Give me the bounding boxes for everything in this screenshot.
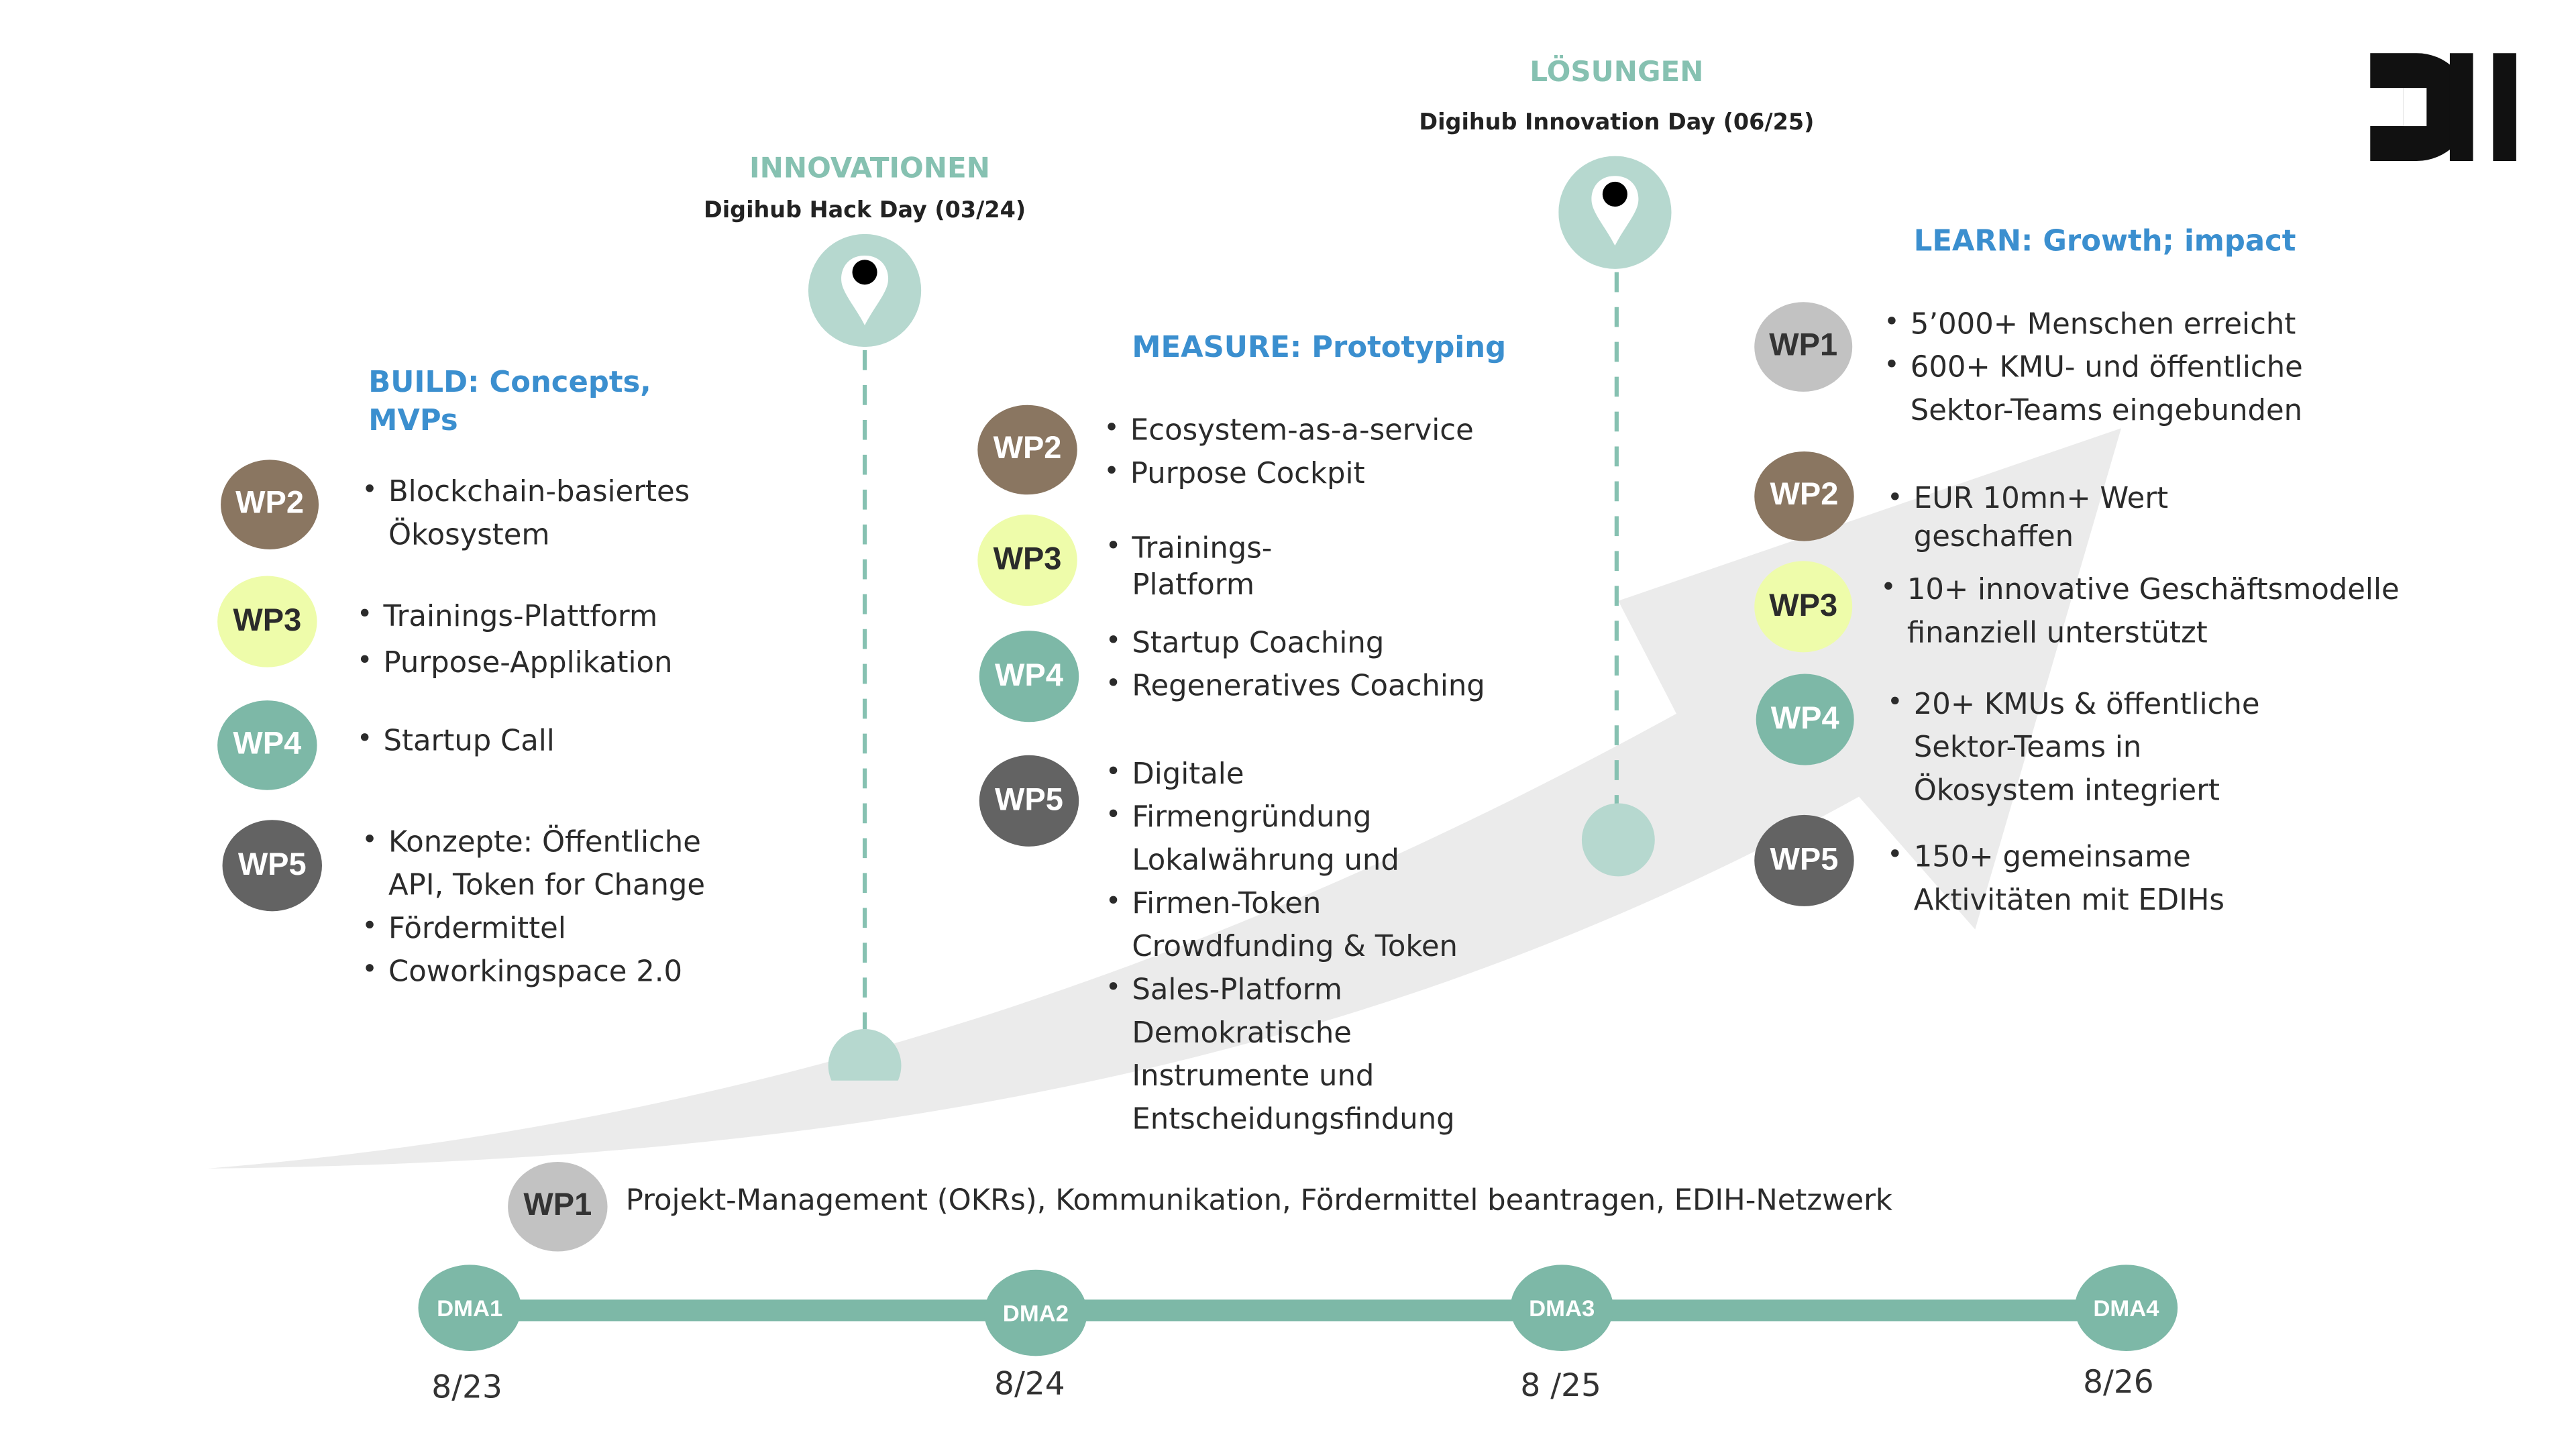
build-wp4-list: Startup Call <box>357 717 555 763</box>
learn-wp5-list: 150+ gemeinsame Aktivitäten mit EDIHs <box>1887 833 2224 923</box>
map-pin-icon <box>1558 156 1672 877</box>
timeline-bar <box>464 1299 2141 1322</box>
learn-wp2-list: EUR 10mn+ Wert geschaffen <box>1887 478 2168 558</box>
timeline-node-dma3: DMA3 <box>1510 1265 1613 1351</box>
milestone-title: INNOVATIONEN <box>749 152 990 186</box>
timeline-date: 8 /25 <box>1520 1367 1601 1405</box>
wp5-badge: WP5 <box>1754 814 1854 906</box>
measure-wp5-list: Digitale Firmengründung Lokalwährung und… <box>1106 750 1458 1142</box>
timeline-node-dma4: DMA4 <box>2074 1265 2178 1351</box>
wp5-badge: WP5 <box>979 755 1079 847</box>
phase-title-measure: MEASURE: Prototyping <box>1132 331 1507 366</box>
measure-wp2-list: Ecosystem-as-a-service Purpose Cockpit <box>1104 407 1473 496</box>
wp3-badge: WP3 <box>977 515 1077 606</box>
wp2-badge: WP2 <box>977 405 1077 495</box>
wp1-bar-text: Projekt-Management (OKRs), Kommunikation… <box>625 1185 1893 1219</box>
map-pin-icon <box>808 233 922 1081</box>
wp4-badge: WP4 <box>979 631 1079 722</box>
wp4-badge: WP4 <box>1756 674 1854 765</box>
wp1-badge: WP1 <box>1754 302 1853 392</box>
wp2-badge: WP2 <box>1754 451 1854 541</box>
measure-wp4-list: Startup Coaching Regeneratives Coaching <box>1106 619 1485 709</box>
wp2-badge: WP2 <box>221 460 319 549</box>
build-wp2-list: Blockchain-basiertes Ökosystem <box>362 468 690 558</box>
timeline-date: 8/26 <box>2083 1364 2154 1401</box>
timeline-date: 8/24 <box>994 1366 1065 1403</box>
build-wp3-list: Trainings-Plattform Purpose-Applikation <box>357 591 672 688</box>
wp5-badge: WP5 <box>222 820 322 912</box>
timeline-node-dma1: DMA1 <box>418 1265 521 1351</box>
learn-wp4-list: 20+ KMUs & öffentliche Sektor-Teams in Ö… <box>1887 680 2259 813</box>
timeline-date: 8/23 <box>431 1369 502 1406</box>
learn-wp3-list: 10+ innovative Geschäftsmodelle finanzie… <box>1880 566 2399 656</box>
build-wp5-list: Konzepte: Öffentliche API, Token for Cha… <box>362 818 705 994</box>
timeline-node-dma2: DMA2 <box>984 1269 1087 1356</box>
milestone-subtitle: Digihub Hack Day (03/24) <box>703 197 1026 225</box>
dii-logo-icon <box>2370 53 2516 161</box>
measure-wp3-list: Trainings- Platform <box>1106 528 1273 604</box>
phase-title-learn: LEARN: Growth; impact <box>1913 225 2296 259</box>
wp4-badge: WP4 <box>217 700 317 790</box>
milestone-title: LÖSUNGEN <box>1529 56 1704 90</box>
milestone-subtitle: Digihub Innovation Day (06/25) <box>1419 109 1815 136</box>
learn-wp1-list: 5’000+ Menschen erreicht 600+ KMU- und ö… <box>1884 301 2303 433</box>
wp3-badge: WP3 <box>217 576 317 667</box>
wp1-badge: WP1 <box>508 1161 608 1252</box>
phase-title-build: BUILD: Concepts, MVPs <box>368 366 651 439</box>
wp3-badge: WP3 <box>1754 561 1853 653</box>
